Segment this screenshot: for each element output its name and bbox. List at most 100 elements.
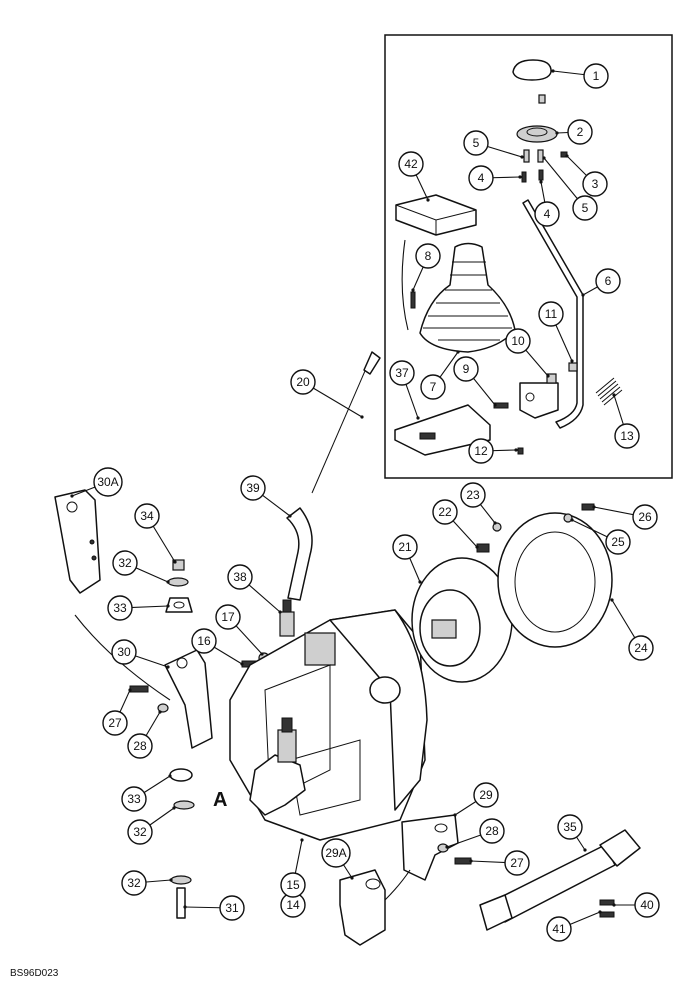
leader-tip-4b [539,180,543,184]
leader-tip-1 [551,69,555,73]
leader-tip-28b [445,845,449,849]
leader-tip-35 [583,848,587,852]
callout-42: 42 [398,151,424,177]
callout-label-23: 23 [466,488,480,502]
callout-circle-27b [504,850,530,876]
leader-tip-29 [453,813,457,817]
leader-tip-42 [426,198,430,202]
callout-circle-22 [432,499,458,525]
shift-boot [419,242,516,353]
callout-28b: 28 [479,818,505,844]
callout-circle-6 [595,268,621,294]
callout-label-40: 40 [640,898,654,912]
leader-tip-40 [612,903,616,907]
leader-tip-16 [240,662,244,666]
callout-label-34: 34 [140,509,154,523]
callout-10: 10 [505,328,531,354]
callout-circle-34 [134,503,160,529]
callout-circle-4b [534,201,560,227]
callout-circle-2 [567,119,593,145]
leader-tip-6 [581,293,585,297]
bracket-30A-bolt-a [89,539,95,545]
callout-label-24: 24 [634,641,648,655]
shift-knob [512,59,552,81]
callout-label-26: 26 [638,510,652,524]
callout-4a: 4 [468,165,494,191]
leader-tip-13 [612,393,616,397]
dipstick [311,363,369,494]
callout-circle-9 [453,356,479,382]
leader-tip-27b [469,859,473,863]
callout-circle-13 [614,423,640,449]
callout-39: 39 [240,475,266,501]
leader-tip-10 [546,374,550,378]
callout-29: 29 [473,782,499,808]
callout-circle-30 [111,639,137,665]
callout-label-28a: 28 [133,739,147,753]
bracket-30-hole [176,657,188,669]
drive-shaft-yoke-rear [599,829,641,867]
leader-tip-30 [166,665,170,669]
shift-lever-inset-frame [384,34,673,479]
leader-tip-33b [168,774,172,778]
leader-tip-8 [411,288,415,292]
callout-circle-30A [93,467,123,497]
callout-circle-39 [240,475,266,501]
rubber-mount-33-bottom [169,768,193,782]
dipstick-handle [363,351,381,375]
callout-circle-41 [546,916,572,942]
callout-30: 30 [111,639,137,665]
callout-23: 23 [460,482,486,508]
shift-lever-rod [522,199,584,429]
leader-tip-31 [183,905,187,909]
leader-tip-7 [456,350,460,354]
callout-13: 13 [614,423,640,449]
mount-bracket-29 [401,814,459,881]
callout-41: 41 [546,916,572,942]
bracket-29A-hole [365,878,381,890]
leader-tip-20 [360,415,364,419]
nut-10 [546,373,557,384]
fitting-38-top [282,599,292,613]
washer-32-mid [173,800,195,810]
screw-8 [410,291,416,309]
leader-tip-12 [514,448,518,452]
leader-tip-4a [518,175,522,179]
callout-6: 6 [595,268,621,294]
callout-label-35: 35 [563,820,577,834]
callout-label-30A: 30A [97,475,118,489]
callout-circle-29 [473,782,499,808]
bolt-31 [176,887,186,919]
callout-35: 35 [557,814,583,840]
leader-tip-2 [555,131,559,135]
washer-25 [563,513,573,523]
leader-tip-32a [166,580,170,584]
callout-28a: 28 [127,733,153,759]
leader-tip-33a [166,604,170,608]
callout-40: 40 [634,892,660,918]
bolt-26 [581,503,595,511]
callout-24: 24 [628,635,654,661]
callout-32b: 32 [127,819,153,845]
callout-label-31: 31 [225,901,239,915]
bolt-27-right [454,857,472,865]
plate-37 [394,404,491,456]
leader-tip-29A [350,876,354,880]
callout-label-37: 37 [395,366,409,380]
callout-label-32b: 32 [133,825,147,839]
curved-indicator-inset [401,239,409,331]
callout-label-42: 42 [404,157,418,171]
callout-bubbles: 1234455678910111213141516172021222324252… [93,63,660,942]
callout-label-33b: 33 [127,792,141,806]
callout-15: 15 [280,872,306,898]
callout-circle-27a [102,710,128,736]
callout-circle-33b [121,786,147,812]
fastener-12 [517,447,524,455]
bracket-30A-bolt-b [91,555,97,561]
callout-circle-1 [583,63,609,89]
washer-32-top [167,577,189,587]
callout-label-29: 29 [479,788,493,802]
leader-tip-41 [598,910,602,914]
callout-circle-15 [280,872,306,898]
leader-tip-24 [610,598,614,602]
